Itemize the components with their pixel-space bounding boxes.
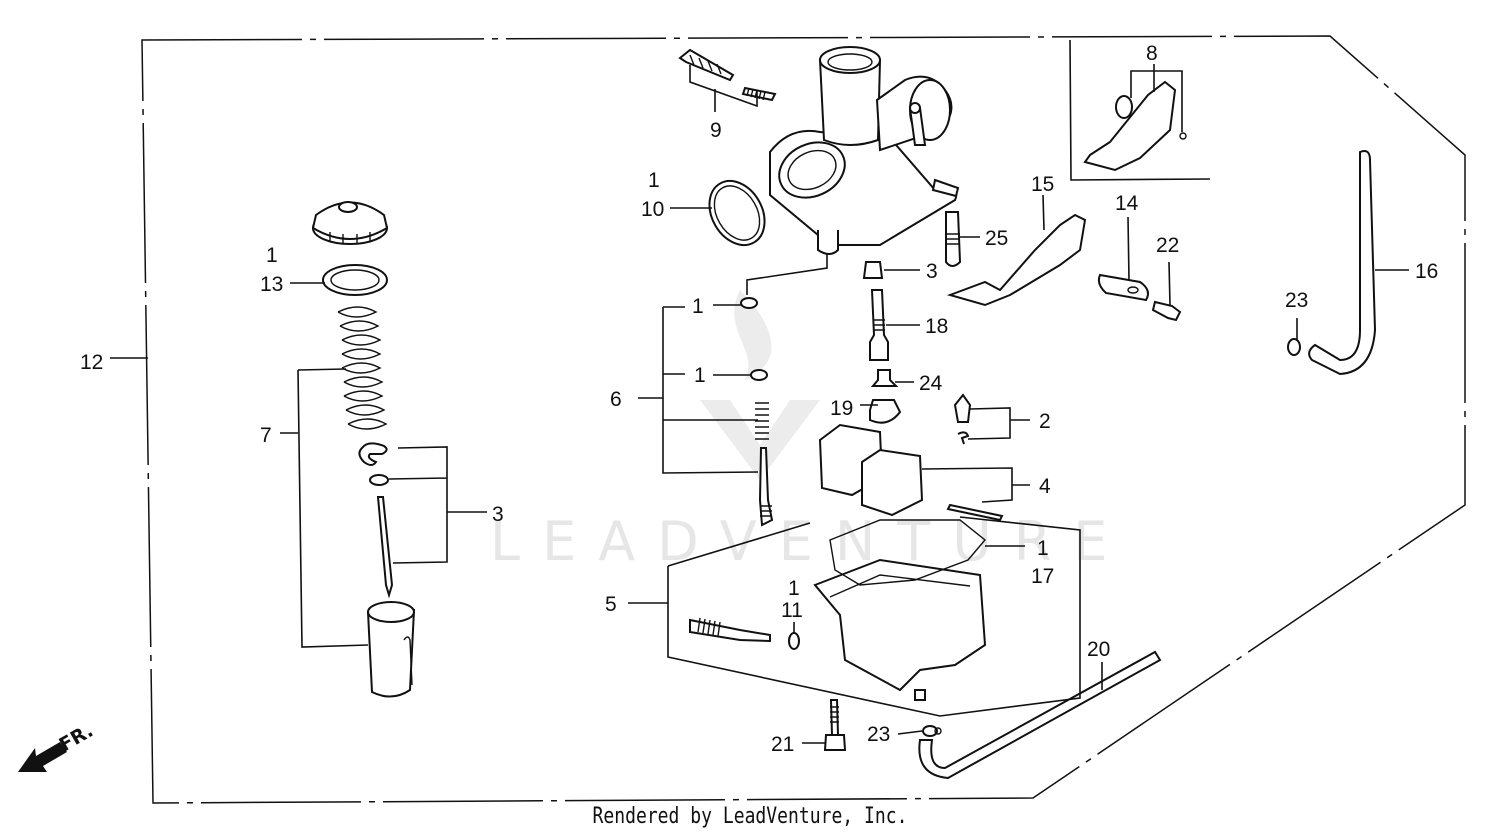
washer-part-a [740, 297, 758, 309]
leader-5 [628, 516, 1081, 717]
main-jet-3-part [862, 261, 884, 279]
callout-1-11: 1 [788, 577, 800, 600]
watermark: LEADVENTURE [490, 290, 1129, 573]
choke-lever-8-part [1083, 80, 1187, 172]
callout-10: 10 [641, 198, 664, 221]
o-ring-10-part [708, 180, 766, 246]
inset-box [1069, 39, 1211, 181]
callout-16: 16 [1415, 260, 1438, 283]
leader-15 [1042, 194, 1045, 231]
callout-5: 5 [605, 593, 617, 616]
callout-23-right: 23 [1285, 289, 1308, 312]
slow-jet-24-part [870, 369, 899, 387]
callout-25: 25 [985, 227, 1008, 250]
leader-9 [689, 65, 758, 112]
watermark-text: LEADVENTURE [490, 510, 1129, 573]
starter-jet-25-part [945, 211, 962, 267]
callout-17: 17 [1031, 565, 1054, 588]
callout-1-13: 1 [266, 244, 278, 267]
slide-spring-part [337, 306, 388, 430]
callout-14: 14 [1115, 192, 1139, 215]
jet-needle-part [376, 496, 394, 599]
air-screw-part [689, 617, 771, 643]
callout-1-b: 1 [694, 364, 706, 387]
link-14-part [1097, 273, 1149, 302]
callout-3-mid: 3 [926, 260, 938, 283]
leader-8 [1130, 64, 1183, 132]
callout-8: 8 [1146, 42, 1158, 65]
callout-18: 18 [925, 315, 948, 338]
callout-19: 19 [830, 397, 853, 420]
callout-11: 11 [781, 599, 803, 622]
render-credit: Rendered by LeadVenture, Inc. [592, 804, 908, 829]
cap-part [311, 201, 389, 245]
callout-20: 20 [1087, 638, 1110, 661]
leader-7 [280, 368, 369, 648]
leader-23-bottom [897, 730, 923, 735]
needle-jet-holder-part [869, 289, 889, 361]
callout-4: 4 [1039, 475, 1051, 498]
arrow-icon [18, 742, 67, 772]
drain-tube-20-part [918, 650, 1162, 780]
callout-15: 15 [1031, 173, 1054, 196]
needle-clip-part [358, 442, 389, 486]
leader-6 [638, 304, 759, 474]
assembly-frame [141, 35, 1466, 804]
callout-21: 21 [771, 733, 794, 756]
throttle-valve-part [366, 601, 416, 698]
callout-2: 2 [1039, 410, 1051, 433]
clip-23-right-part [1287, 338, 1301, 356]
leader-22 [1168, 261, 1171, 306]
callout-3-left: 3 [492, 503, 504, 526]
float-valve-part [953, 393, 972, 445]
carburetor-body-part [769, 46, 960, 255]
front-direction-arrow: FR. [18, 720, 97, 772]
pilot-screw-part [758, 447, 774, 527]
callout-12: 12 [80, 351, 103, 374]
leader-3-left [388, 446, 487, 564]
cap-gasket-part [322, 264, 388, 296]
needle-jet-19-part [869, 399, 902, 424]
o-ring-11-part [788, 632, 800, 650]
adjust-screw-part [678, 48, 735, 82]
callout-1-17: 1 [1037, 537, 1049, 560]
callout-9: 9 [710, 119, 722, 142]
callout-1-10: 1 [648, 169, 660, 192]
float-chamber-part [813, 519, 987, 701]
clip-23-bottom-part [922, 725, 942, 737]
leader-1-body [746, 253, 828, 295]
tube-16-part [1308, 150, 1377, 376]
leader-4 [921, 467, 1030, 503]
callout-22: 22 [1156, 234, 1179, 257]
float-part [818, 423, 1004, 522]
callout-13: 13 [260, 273, 283, 296]
callout-7: 7 [260, 424, 272, 447]
callout-1-a: 1 [692, 295, 704, 318]
washer-part-b [750, 369, 768, 381]
choke-lever-15-part [946, 213, 1087, 307]
screw-22-part [1151, 300, 1182, 322]
callout-23-bottom: 23 [867, 723, 890, 746]
leader-14 [1127, 216, 1130, 281]
callout-24: 24 [919, 372, 943, 395]
adjust-spring-part [741, 86, 777, 102]
callout-6: 6 [610, 388, 622, 411]
pilot-spring-part [755, 402, 769, 440]
leader-2 [967, 407, 1030, 440]
drain-screw-21-part [823, 699, 847, 751]
